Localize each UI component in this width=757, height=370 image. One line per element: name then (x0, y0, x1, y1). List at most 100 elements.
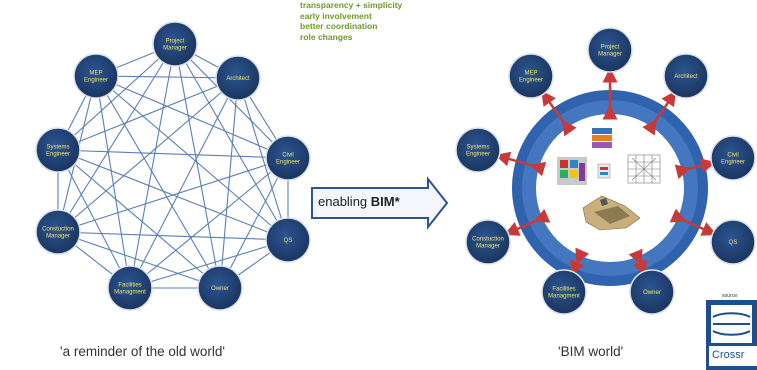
bim-arrow-civil-engineer (674, 158, 716, 180)
bim-model-images (557, 128, 661, 231)
mesh-link (57, 43, 176, 151)
enabling-bim-arrow (311, 176, 449, 230)
node-label: Facilities (118, 283, 141, 289)
node-circle (73, 53, 119, 99)
node-circle (629, 269, 675, 315)
node-circle (663, 53, 709, 99)
enabling-bim-label: enabling BIM* (318, 194, 400, 209)
mesh-link (237, 77, 289, 241)
node-circle (587, 27, 633, 73)
wireframe-model-image (627, 154, 661, 184)
bim-arrow-architect (642, 90, 677, 136)
mesh-link (57, 43, 176, 233)
old-world-connection-mesh (57, 43, 289, 289)
node-label: Constuction (42, 227, 74, 233)
bim-world-network: ProjectManagerArchitectCivilEngineerQSOw… (455, 27, 756, 315)
bim-arrow-qs (669, 208, 717, 236)
mesh-link (57, 231, 221, 289)
mesh-link (129, 239, 289, 289)
mesh-link (129, 77, 239, 289)
node-label: Facilities (552, 287, 575, 293)
node-label: Engineer (84, 78, 108, 84)
node-circle (455, 127, 501, 173)
mesh-link (129, 43, 176, 289)
node-circle (265, 217, 311, 263)
node-label: Engineer (721, 160, 745, 166)
sheet-model-image (597, 163, 611, 179)
node-label: Engineer (466, 152, 490, 158)
node-label: Project (601, 45, 620, 51)
mesh-link (219, 157, 289, 289)
node-circle (215, 55, 261, 101)
node-circle (35, 127, 81, 173)
bim-arrow-constuction-manager (504, 208, 551, 236)
node-label: Owner (211, 286, 229, 292)
benefit-item: role changes (300, 31, 353, 42)
node-label: Constuction (472, 237, 504, 243)
node-label: Manager (476, 244, 500, 250)
mesh-link (174, 43, 221, 289)
node-label: Manager (598, 52, 622, 58)
cube-model-image (557, 157, 587, 185)
stacked-model-image (592, 128, 612, 148)
node-circle (710, 219, 756, 265)
mesh-link (95, 75, 289, 241)
old-world-node-owner: Owner (197, 265, 243, 311)
node-label: Engineer (46, 152, 70, 158)
node-circle (35, 209, 81, 255)
mesh-link (57, 231, 289, 241)
logo-text: Crossr (712, 349, 745, 361)
mesh-link (57, 149, 289, 241)
node-label: MEP (89, 71, 102, 77)
node-label: Owner (643, 290, 661, 296)
old-world-node-qs: QS (265, 217, 311, 263)
terrain-model-image (582, 195, 641, 231)
node-label: Engineer (276, 160, 300, 166)
node-label: Systems (46, 145, 69, 151)
old-world-node-architect: Architect (215, 55, 261, 101)
bim-arrow-owner (628, 248, 647, 276)
node-label: Manager (163, 46, 187, 52)
bim-text: BIM* (370, 194, 400, 209)
mesh-link (174, 43, 289, 159)
node-circle (197, 265, 243, 311)
bim-arrow-systems-engineer (494, 151, 547, 177)
benefits-list: transparency + simplicity early involvem… (300, 0, 402, 42)
bim-world-node-qs: QS (710, 219, 756, 265)
node-label: Managment (114, 290, 146, 296)
node-label: Engineer (519, 78, 543, 84)
bim-world-caption: 'BIM world' (558, 344, 624, 359)
node-label: MEP (524, 71, 537, 77)
mesh-link (95, 75, 289, 159)
node-circle (541, 269, 587, 315)
node-label: Project (166, 39, 185, 45)
mesh-link (95, 75, 239, 79)
mesh-link (57, 149, 131, 289)
mesh-link (57, 77, 239, 151)
node-label: Architect (226, 76, 250, 82)
node-label: Civil (282, 153, 293, 159)
node-circle (107, 265, 153, 311)
old-world-network: ProjectManagerArchitectCivilEngineerQSOw… (35, 21, 311, 311)
enabling-text: enabling (318, 194, 371, 209)
bim-arrow-facilities-managment (570, 247, 590, 276)
mesh-link (57, 149, 289, 159)
mesh-link (95, 75, 221, 289)
node-label: Architect (674, 74, 698, 80)
node-circle (508, 53, 554, 99)
node-circle (265, 135, 311, 181)
node-label: QS (729, 240, 738, 246)
node-circle (152, 21, 198, 67)
bim-connection-arrows (494, 67, 717, 276)
benefit-item: transparency + simplicity (300, 0, 403, 10)
